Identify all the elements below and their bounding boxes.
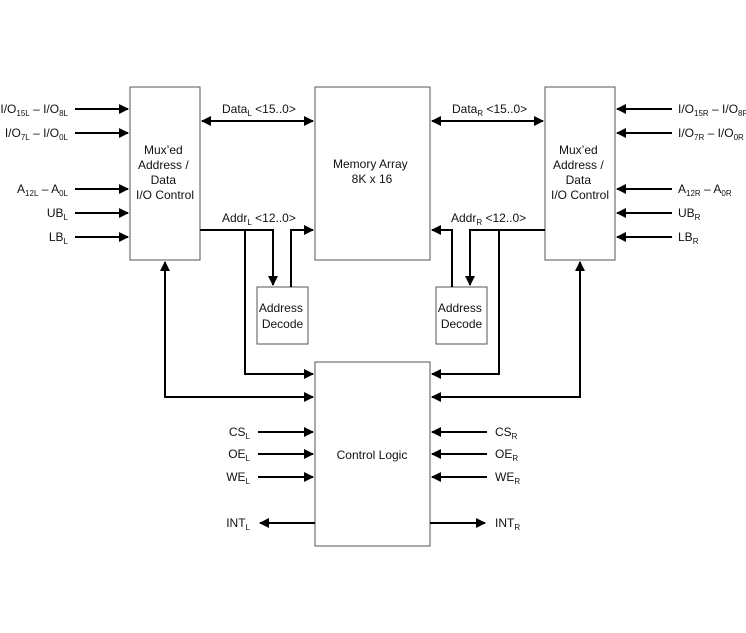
left-signal-0-label: I/O15L – I/O8L [0,102,68,118]
memory-array-block: Memory Array 8K x 16 [314,86,431,261]
right-io-control-block: Mux’ed Address / Data I/O Control [544,86,616,261]
data-bus-left-label: DataL <15..0> [222,102,296,118]
addr-bus-left-label: AddrL <12..0> [222,211,296,227]
control-logic-label: Control Logic [337,448,408,462]
control-left-0-label: CSL [229,425,251,441]
right-signal-1-label: I/O7R – I/O0R [678,126,744,142]
right-signal-0-label: I/O15R – I/O8R [678,102,746,118]
control-to-right-io-wire [431,261,585,402]
addr-bus-right-label: AddrR <12..0> [451,211,526,227]
control-right-1-label: OER [495,447,518,463]
control-right-2-label: WER [495,470,520,486]
external-signals: I/O15L – I/O8L I/O7L – I/O0L A12L – A0L UBL… [0,102,746,532]
right-io-control-label: Mux’ed Address / Data I/O Control [551,143,609,202]
right-signal-2-label: A12R – A0R [678,182,732,198]
control-to-left-io-wire [160,261,314,402]
left-signal-4-label: LBL [49,230,69,246]
left-io-control-label: Mux’ed Address / Data I/O Control [136,143,194,202]
data-bus-right-label: DataR <15..0> [452,102,527,118]
left-io-control-block: Mux’ed Address / Data I/O Control [129,86,201,261]
control-right-0-label: CSR [495,425,518,441]
left-signal-1-label: I/O7L – I/O0L [5,126,69,142]
control-left-2-label: WEL [226,470,250,486]
right-address-decode-block: Address Decode [435,286,488,345]
control-left-1-label: OEL [228,447,250,463]
left-signal-3-label: UBL [47,206,69,222]
right-signal-3-label: UBR [678,206,701,222]
right-signal-4-label: LBR [678,230,699,246]
left-signal-2-label: A12L – A0L [17,182,69,198]
control-left-3-label: INTL [226,516,250,532]
memory-array-label: Memory Array 8K x 16 [333,157,411,186]
control-right-3-label: INTR [495,516,520,532]
control-logic-block: Control Logic [314,361,431,547]
left-address-decode-block: Address Decode [256,286,309,345]
